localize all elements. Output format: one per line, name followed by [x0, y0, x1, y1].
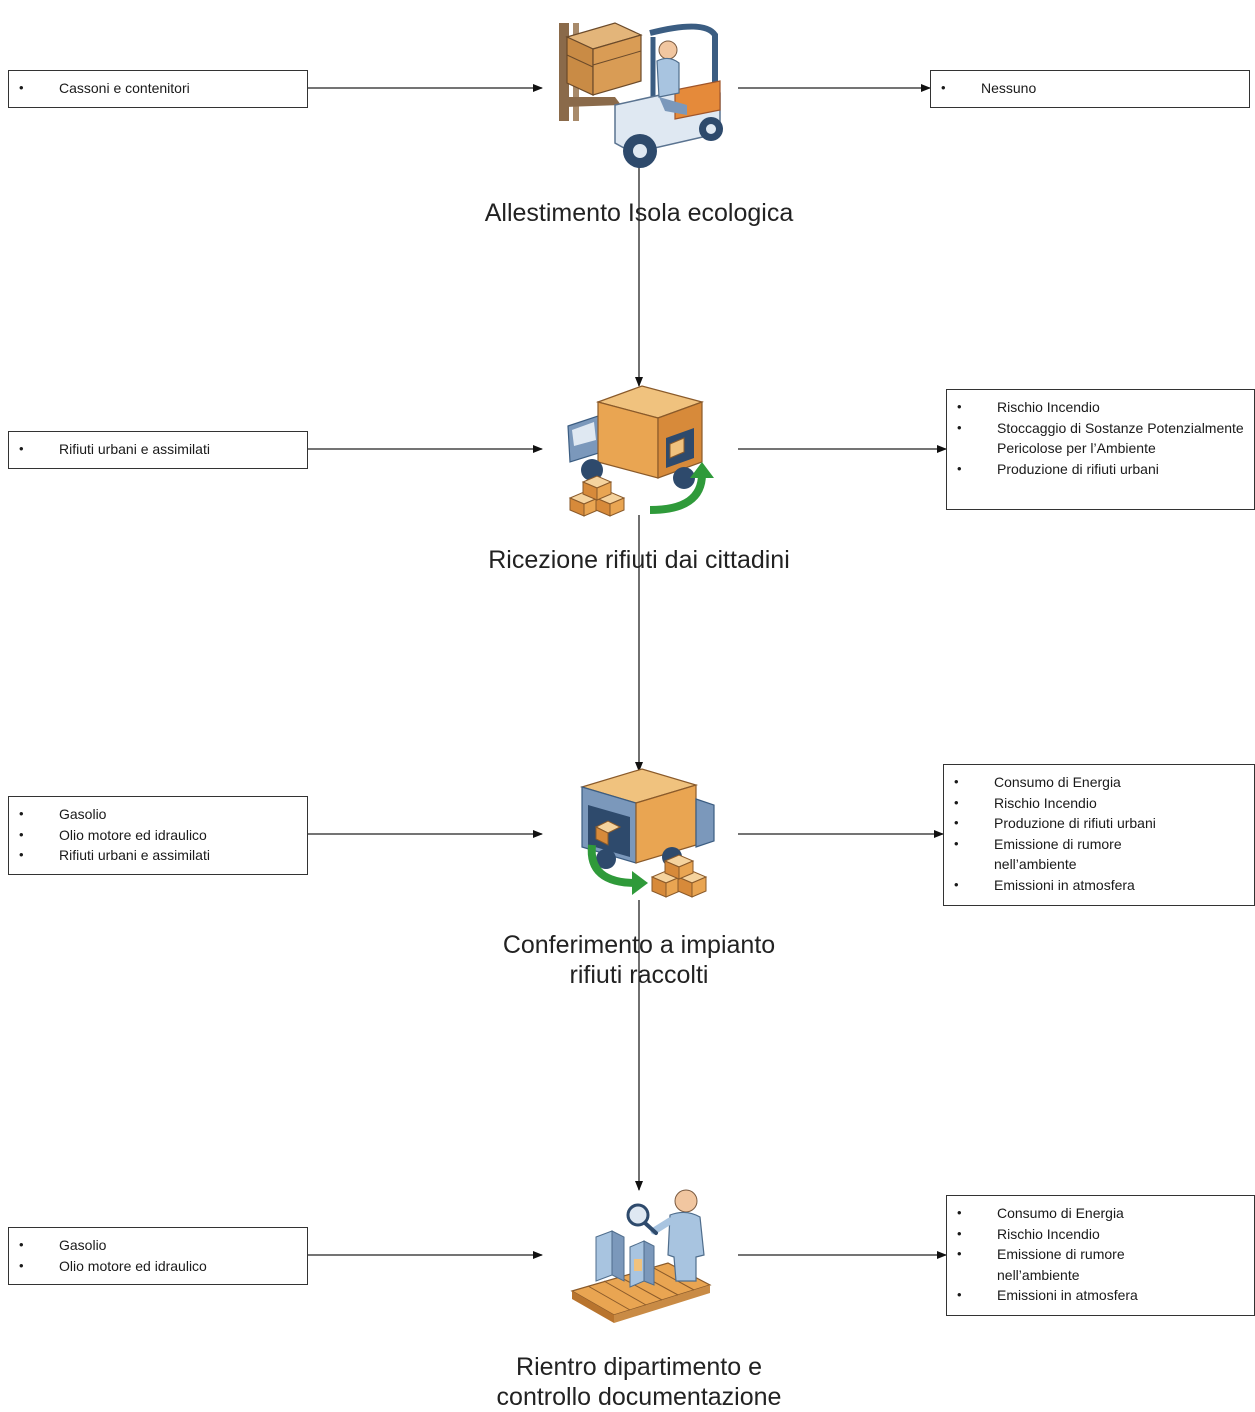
input-item: Gasolio	[9, 1235, 307, 1256]
step-title-line: controllo documentazione	[496, 1383, 782, 1411]
forklift-icon	[559, 22, 723, 168]
output-item: Emissione di rumore nell’ambiente	[947, 1244, 1174, 1285]
step-title-line: Allestimento Isola ecologica	[484, 199, 794, 227]
step-title-3: Conferimento a impianto rifiuti raccolti	[439, 930, 839, 990]
step-title-line: Conferimento a impianto	[502, 931, 776, 959]
output-box-step-1: Nessuno	[930, 70, 1250, 108]
step-title-line: Ricezione rifiuti dai cittadini	[488, 546, 790, 574]
input-box-step-3: Gasolio Olio motore ed idraulico Rifiuti…	[8, 796, 308, 875]
output-item: Rischio Incendio	[947, 397, 1248, 418]
output-item: Emissioni in atmosfera	[947, 1285, 1174, 1306]
truck-unloading-icon	[579, 768, 715, 898]
output-item: Stoccaggio di Sostanze Potenzialmente Pe…	[947, 418, 1248, 459]
input-box-step-1: Cassoni e contenitori	[8, 70, 308, 108]
step-title-4: Rientro dipartimento e controllo documen…	[439, 1352, 839, 1412]
input-item: Rifiuti urbani e assimilati	[9, 845, 307, 866]
input-item: Cassoni e contenitori	[9, 78, 307, 99]
output-item: Emissione di rumore nell’ambiente	[944, 834, 1202, 875]
step-title-line: rifiuti raccolti	[569, 961, 709, 989]
truck-loading-icon	[567, 385, 714, 517]
input-item: Gasolio	[9, 804, 307, 825]
output-item: Rischio Incendio	[947, 1224, 1174, 1245]
input-item: Rifiuti urbani e assimilati	[9, 439, 307, 460]
input-item: Olio motore ed idraulico	[9, 825, 307, 846]
output-item: Consumo di Energia	[944, 772, 1202, 793]
output-box-step-4: Consumo di Energia Rischio Incendio Emis…	[946, 1195, 1255, 1316]
output-item: Produzione di rifiuti urbani	[944, 813, 1202, 834]
output-item: Consumo di Energia	[947, 1203, 1174, 1224]
output-box-step-2: Rischio Incendio Stoccaggio di Sostanze …	[946, 389, 1255, 510]
output-item: Nessuno	[931, 78, 1249, 99]
output-box-step-3: Consumo di Energia Rischio Incendio Prod…	[943, 764, 1255, 906]
step-title-2: Ricezione rifiuti dai cittadini	[419, 545, 859, 575]
output-item: Rischio Incendio	[944, 793, 1202, 814]
output-item: Emissioni in atmosfera	[944, 875, 1202, 896]
input-box-step-4: Gasolio Olio motore ed idraulico	[8, 1227, 308, 1285]
step-title-line: Rientro dipartimento e	[516, 1353, 762, 1381]
input-box-step-2: Rifiuti urbani e assimilati	[8, 431, 308, 469]
inspection-conveyor-icon	[570, 1189, 712, 1323]
input-item: Olio motore ed idraulico	[9, 1256, 307, 1277]
step-title-1: Allestimento Isola ecologica	[439, 198, 839, 228]
output-item: Produzione di rifiuti urbani	[947, 459, 1248, 480]
